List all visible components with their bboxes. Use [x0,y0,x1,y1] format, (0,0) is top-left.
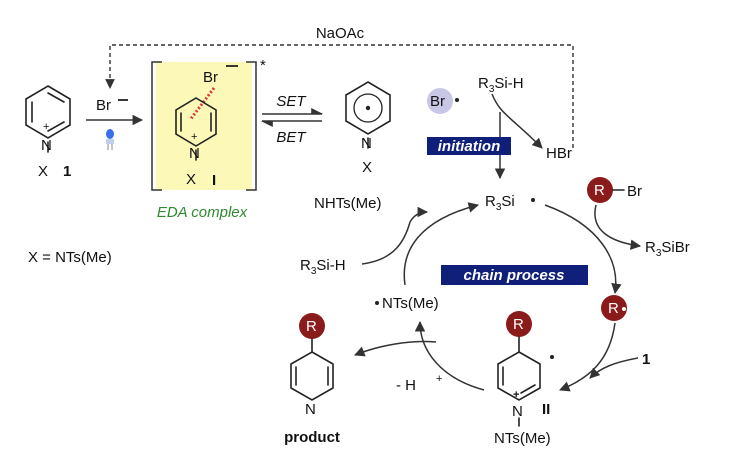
initiation-silane: R3Si-H [478,75,524,95]
n-radical: NTs(Me) [382,295,439,312]
bet-label: BET [276,129,307,146]
radical-x-label: X [362,159,372,176]
alkyl-bromide-r: R [594,182,605,199]
compound-number: 1 [63,163,71,180]
pyridinyl-radical: N X [345,81,391,176]
intermediate-r-circle [506,311,532,337]
chain-process-badge [441,265,588,285]
eda-complex: * Br + N X I EDA complex [151,57,266,221]
nitrogen-label: N [41,137,52,154]
alkyl-radical-r: R [608,300,619,317]
alkyl-radical-circle [601,295,627,321]
excited-star: * [260,57,266,74]
chain-process-label: chain process [464,267,565,284]
alkyl-r-circle [587,177,613,203]
x-label: X [38,163,48,180]
svg-text:N: N [189,145,200,162]
intermediate-radical-dot [550,355,554,359]
amide-output: NHTs(Me) [314,195,382,212]
product-r: R [306,318,317,335]
pyridinium-1: + N X 1 [25,85,71,180]
pyridinium-input: 1 [642,351,650,368]
intermediate-ii: R + N II NTs(Me) [494,311,554,447]
svg-text:N: N [512,403,523,420]
intermediate-r: R [513,316,524,333]
svg-text:+: + [436,373,442,385]
svg-text:+: + [513,389,519,401]
intermediate-substituent: NTs(Me) [494,430,551,447]
plus-sign: + [43,121,49,133]
set-bet-equilibrium: SET BET [260,93,324,146]
eda-highlight-box [156,62,252,190]
silyl-radical: R3Si [485,193,515,213]
set-label: SET [276,93,307,110]
alkyl-bromide-br: Br [627,183,642,200]
initiation-step: Br R3Si-H initiation HBr [427,75,572,180]
charge-transfer-bond [188,87,216,121]
product-r-circle [299,313,325,339]
svg-text:N: N [305,401,316,418]
product: R N product [284,313,437,446]
initiation-label: initiation [438,138,501,155]
svg-text:+: + [191,131,197,143]
light-arrow: Br [86,97,144,150]
eda-x-label: X [186,171,196,188]
eda-bromide: Br [203,69,218,86]
eda-roman-numeral: I [212,172,216,189]
svg-text:N: N [361,135,372,152]
led-bulb-icon [106,129,114,150]
bromine-radical-label: Br [430,93,445,110]
intermediate-roman: II [542,401,550,418]
radical-dot [365,105,371,111]
silane-input: R3Si-H [300,257,346,277]
x-definition: X = NTs(Me) [28,249,112,266]
initiation-badge [427,137,511,155]
naoac-loop: NaOAc [105,25,574,148]
bromine-radical-circle [427,88,453,114]
silyl-bromide: R3SiBr [645,239,690,259]
eda-caption: EDA complex [157,204,248,221]
naoac-label: NaOAc [316,25,365,42]
chain-cycle: R3Si R Br R3SiBr chain process R 1 NTs(M… [300,177,690,394]
bromide-label: Br [96,97,111,114]
product-label: product [284,429,340,446]
deprotonation-label: - H [396,377,416,394]
hbr-label: HBr [546,145,572,162]
